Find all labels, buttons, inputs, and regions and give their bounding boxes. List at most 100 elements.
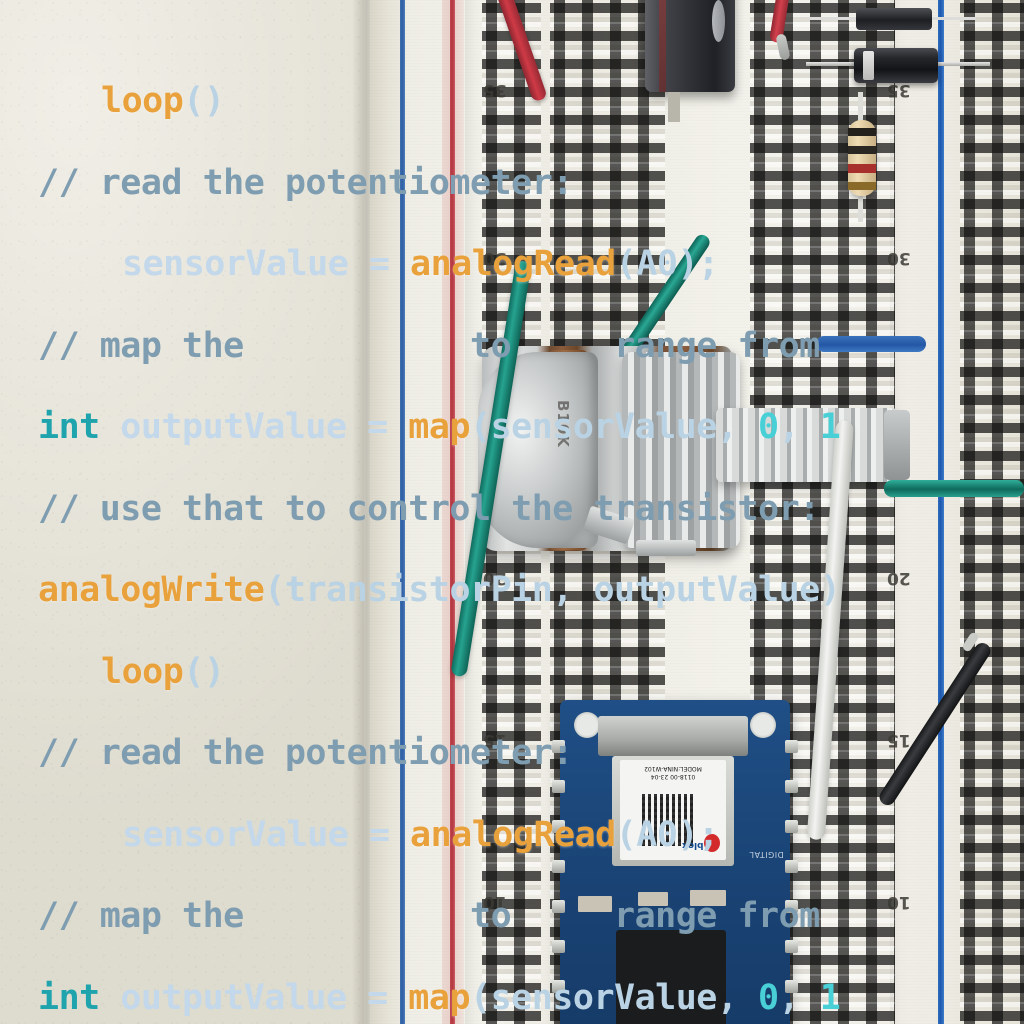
smd-component [578,896,612,912]
green-jumper-wire-lower [884,480,1024,497]
code-token-punc: (A0); [615,814,719,855]
header-pin [552,740,565,753]
code-line: loop() [38,639,1024,705]
code-token-type: int [38,977,100,1018]
code-line: // read the potentiometer: [38,150,1024,216]
qr-code [642,794,694,846]
capacitor-dimple [712,0,725,42]
header-pin [785,780,798,793]
socket-grid-column-d [960,0,1024,1024]
code-line: sensorValue = analogRead(A0); [38,231,1024,297]
code-line: // read the potentiometer: [38,720,1024,786]
capacitor-lead [668,92,680,122]
resistor-lead-bottom [858,192,863,222]
code-token-num: 0 [758,977,779,1018]
code-token-kw: loop [101,651,184,692]
code-token-cm: // use that to control the transistor: [38,488,820,529]
diode-lead-right [934,62,990,66]
diode-lead-right [930,17,976,20]
diode-cathode-band [863,51,874,80]
code-token-punc: ( [470,407,491,447]
resistor-band-2 [848,146,876,154]
power-rail-positive-left [450,0,455,1024]
code-token-punc: sensorValue, [490,407,759,447]
header-pin [552,860,565,873]
code-line: int outputValue = map(sensorValue, 0, 1 [38,965,1024,1024]
header-pin [785,740,798,753]
code-line: // map the to range from [38,883,1024,949]
potentiometer-shaft-tip [884,410,910,480]
code-token-punc: () [183,651,225,692]
code-token-punc: , [778,977,820,1018]
resistor-tolerance-band [848,182,876,190]
potentiometer-shaft [716,408,898,482]
resistor-lead-top [858,92,863,124]
smd-component [690,890,726,906]
resistor [848,120,876,196]
code-token-num: 1 [819,977,841,1018]
header-pin [552,900,565,913]
arduino-nano-33-ble-board: MODEL:NINA-W102 0118-00 23-04 blox DIGIT… [552,700,798,1024]
resistor-band-1 [848,128,876,136]
code-token-num: 1 [819,407,841,447]
module-label: MODEL:NINA-W102 0118-00 23-04 blox [620,760,726,860]
header-pin [552,820,565,833]
code-token-punc: (transistorPin, outputValue) [264,570,841,610]
blue-jumper-wire [816,336,926,352]
code-token-cm: // map the to range from [38,896,820,936]
potentiometer-lug [636,540,696,556]
code-token-kw: map [408,977,471,1018]
code-token-kw: analogRead [410,244,616,284]
small-diode [856,8,932,30]
diode-lead-left [808,17,858,20]
rf-shield [598,716,748,756]
code-token-var: sensorValue = [122,814,411,855]
code-token-var: sensorValue = [122,244,411,284]
power-rail-negative-left [400,0,405,1024]
code-token-kw: map [408,407,471,447]
smd-component [638,892,668,906]
header-pin [785,820,798,833]
code-token-kw: analogRead [410,814,616,855]
code-line: int outputValue = map(sensorValue, 0, 1 [38,394,1024,460]
header-pin [785,940,798,953]
mounting-hole [750,712,776,738]
code-token-cm: // map the to range from [38,325,820,366]
code-token-kw: analogWrite [38,570,265,610]
header-pin [785,860,798,873]
code-token-type: int [38,407,100,447]
header-pin [785,900,798,913]
code-token-punc: () [183,81,225,121]
code-token-punc: sensorValue, [490,977,759,1018]
code-token-var: outputValue = [99,977,409,1018]
u-blox-logo-dot [704,834,720,852]
code-line: // map the to range from [38,313,1024,379]
rectifier-diode [854,48,938,83]
capacitor-polarity-stripe [659,0,666,92]
header-pin [785,980,798,993]
code-token-num: 0 [758,407,779,447]
code-token-kw: loop [101,81,184,121]
diode-lead-left [806,62,858,66]
code-line: loop() [38,68,1024,134]
code-token-cm: // read the potentiometer: [38,162,573,203]
code-line: // use that to control the transistor: [38,476,1024,542]
code-line: sensorValue = analogRead(A0); [38,802,1024,868]
nrf52840-microcontroller [616,930,726,1024]
code-token-punc: ( [470,977,491,1018]
code-token-cm: // read the potentiometer: [38,733,573,773]
header-pin [552,980,565,993]
power-rail-negative-right [938,0,944,1024]
header-pin [552,780,565,793]
header-pin [552,940,565,953]
code-line: analogWrite(transistorPin, outputValue) [38,557,1024,623]
code-token-punc: , [778,407,820,447]
mounting-hole [574,712,600,738]
code-token-var: outputValue = [99,407,409,447]
breadboard-channel-left [465,0,483,1024]
code-token-punc: (A0); [615,244,719,284]
resistor-band-3 [848,164,876,173]
